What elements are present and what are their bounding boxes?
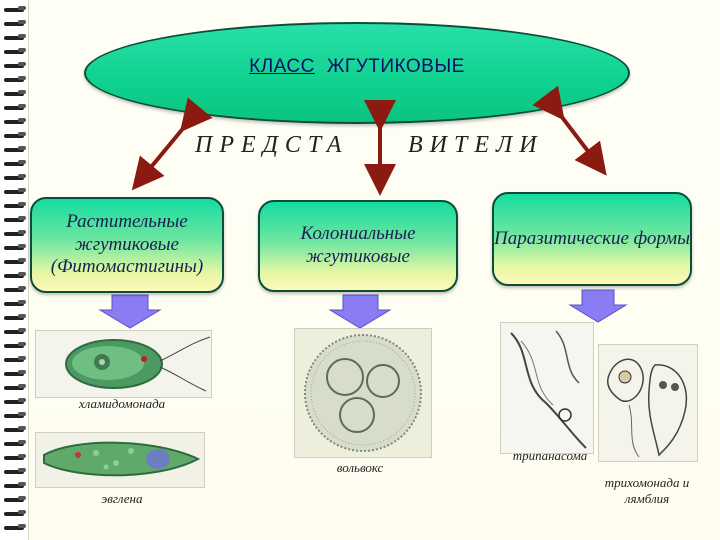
group-box-parasitic: Паразитические формы [492, 192, 692, 286]
representatives-left: ПРЕДСТА [195, 132, 348, 159]
arrow-right-double [555, 108, 597, 163]
caption-chlamydomonas: хламидомонада [62, 396, 182, 412]
trichomonas-image [598, 344, 698, 462]
euglena-image [35, 432, 205, 488]
arrow-left-double [142, 120, 190, 178]
purple-arrow-center [330, 295, 390, 328]
purple-arrow-left [100, 295, 160, 328]
trypanosoma-image [500, 322, 594, 454]
caption-trypanosoma: трипанасома [495, 448, 605, 464]
purple-arrow-right [570, 290, 626, 322]
chlamydomonas-image [35, 330, 212, 398]
representatives-right: ВИТЕЛИ [408, 132, 544, 159]
group-label-parasitic: Паразитические формы [494, 228, 690, 251]
caption-trichomonas: трихомонада и лямблия [588, 475, 706, 507]
group-box-colonial: Колониальные жгутиковые [258, 200, 458, 292]
group-label-plant: Растительные жгутиковые (Фитомастигины) [32, 211, 222, 279]
volvox-image [294, 328, 432, 458]
caption-euglena: эвглена [62, 491, 182, 507]
caption-volvox: вольвокс [305, 460, 415, 476]
group-box-plant: Растительные жгутиковые (Фитомастигины) [30, 197, 224, 293]
group-label-colonial: Колониальные жгутиковые [260, 223, 456, 269]
